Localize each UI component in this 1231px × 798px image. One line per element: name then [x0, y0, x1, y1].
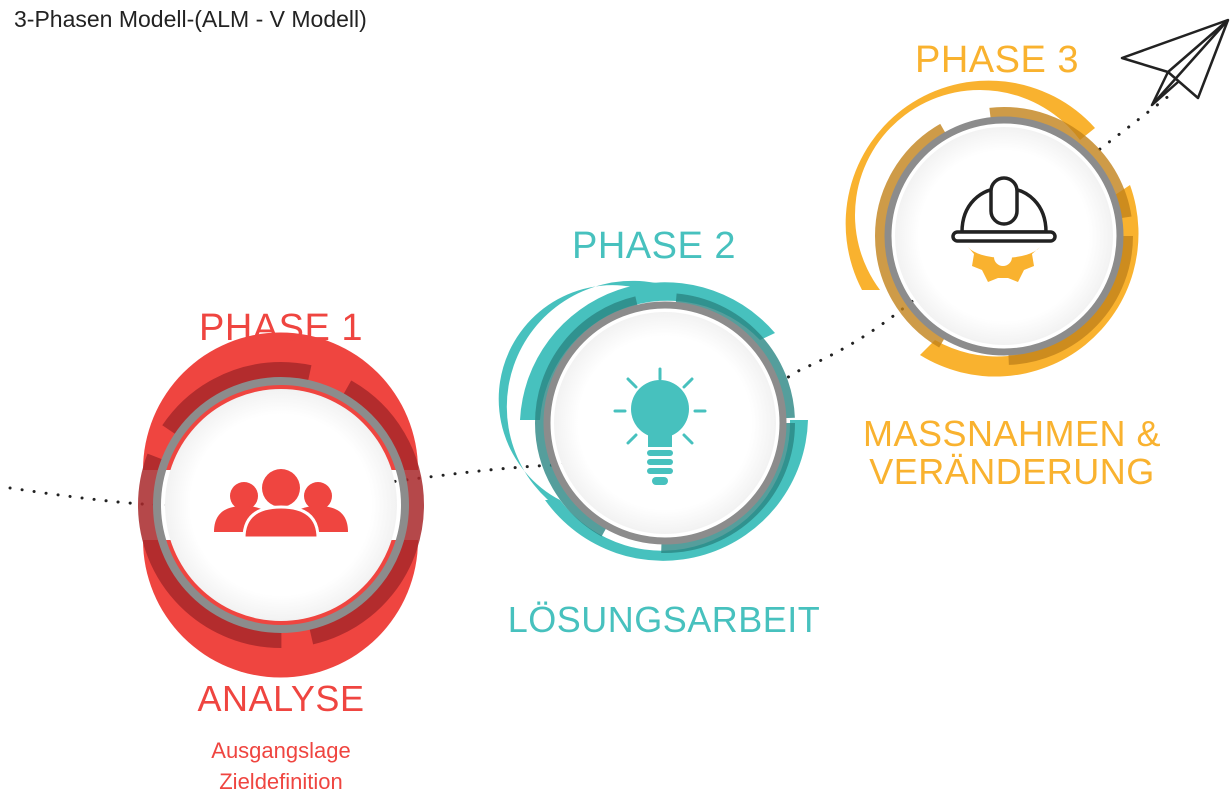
phase-1-label: PHASE 1 [198, 307, 364, 349]
hard-hat-gear-icon [951, 176, 1057, 282]
phase-1-detail-1: Ausgangslage [211, 738, 351, 763]
phase-1-stage-name: ANALYSE [197, 678, 365, 719]
phase-3-stage-line-2: VERÄNDERUNG [869, 451, 1155, 492]
phase-1-detail-2: Zieldefinition [219, 769, 343, 794]
phase-3-stage-line-1: MASSNAHMEN & [862, 413, 1162, 454]
phase-2-stage-name: LÖSUNGSARBEIT [507, 599, 821, 640]
paper-plane-icon [1120, 18, 1230, 107]
phase-3-stage-name: MASSNAHMEN & VERÄNDERUNG [863, 415, 1161, 491]
light-bulb-icon [613, 367, 707, 485]
group-people-icon [214, 469, 348, 540]
phase-2-label: PHASE 2 [571, 225, 737, 267]
phase-3-ring [845, 80, 1139, 377]
phase-3-label: PHASE 3 [914, 39, 1080, 81]
phase-1-details: Ausgangslage Zieldefinition [211, 735, 350, 797]
page-title: 3-Phasen Modell-(ALM - V Modell) [14, 6, 367, 32]
